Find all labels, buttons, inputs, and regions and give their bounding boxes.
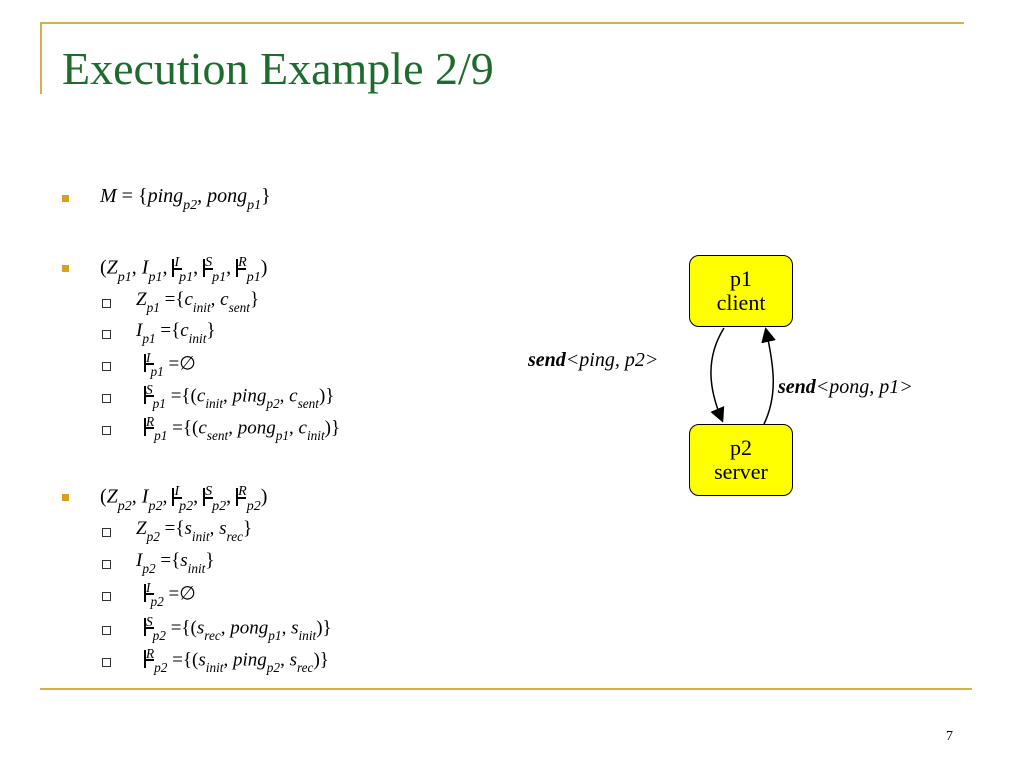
sub-bullet-marker: [102, 330, 111, 339]
page-number: 7: [946, 729, 953, 744]
bottom-rule: [40, 688, 972, 690]
bullet-marker: [62, 195, 69, 202]
transition-symbol: [236, 258, 247, 277]
transition-symbol: [144, 418, 154, 437]
transition-symbol: [144, 354, 154, 373]
transition-symbol: [144, 386, 154, 405]
transition-symbol: [172, 258, 183, 277]
sub-bullet-marker: [102, 426, 111, 435]
bullet-marker: [62, 494, 69, 501]
sub-bullet-marker: [102, 362, 111, 371]
sub-bullet-marker: [102, 626, 111, 635]
init-transition-p1-line: Ip1 =∅: [144, 350, 196, 380]
i-p2-line: Ip2 ={sinit}: [136, 550, 215, 576]
z-p1-line: Zp1 ={cinit, csent}: [136, 289, 260, 315]
top-rule: [40, 22, 964, 24]
pong-edge-label: send<pong, p1>: [778, 376, 913, 398]
transition-symbol: [203, 258, 214, 277]
transition-symbol: [203, 487, 214, 506]
transition-symbol: [236, 487, 247, 506]
i-p1-line: Ip1 ={cinit}: [136, 320, 216, 346]
sub-bullet-marker: [102, 592, 111, 601]
init-transition-p2-line: Ip2 =∅: [144, 580, 196, 610]
p1-tuple-line: (Zp1, Ip1, Ip1, Sp1, Rp1): [100, 255, 268, 285]
slide-title: Execution Example 2/9: [62, 43, 494, 94]
p2-tuple-line: (Zp2, Ip2, Ip2, Sp2, Rp2): [100, 484, 268, 514]
transition-symbol: [144, 618, 154, 637]
sub-bullet-marker: [102, 560, 111, 569]
ping-edge-label: send<ping, p2>: [528, 349, 659, 371]
receive-transition-p1-line: Rp1 ={(csent, pongp1, cinit)}: [144, 414, 341, 444]
sub-bullet-marker: [102, 658, 111, 667]
transition-symbol: [172, 487, 183, 506]
sub-bullet-marker: [102, 299, 111, 308]
transition-symbol: [144, 650, 154, 669]
bullet-marker: [62, 265, 69, 272]
node-p2-server: p2 server: [689, 424, 793, 496]
sub-bullet-marker: [102, 394, 111, 403]
transition-symbol: [144, 584, 154, 603]
node-p1-client: p1 client: [689, 255, 793, 327]
message-set-line: M = {pingp2, pongp1}: [100, 185, 271, 214]
pong-arrow: [761, 327, 776, 425]
sub-bullet-marker: [102, 528, 111, 537]
receive-transition-p2-line: Rp2 ={(sinit, pingp2, srec)}: [144, 646, 329, 676]
send-transition-p1-line: Sp1 ={(cinit, pingp2, csent)}: [144, 382, 335, 412]
z-p2-line: Zp2 ={sinit, srec}: [136, 518, 253, 544]
left-rule: [40, 22, 42, 94]
send-transition-p2-line: Sp2 ={(srec, pongp1, sinit)}: [144, 614, 332, 644]
ping-arrow: [710, 327, 725, 423]
